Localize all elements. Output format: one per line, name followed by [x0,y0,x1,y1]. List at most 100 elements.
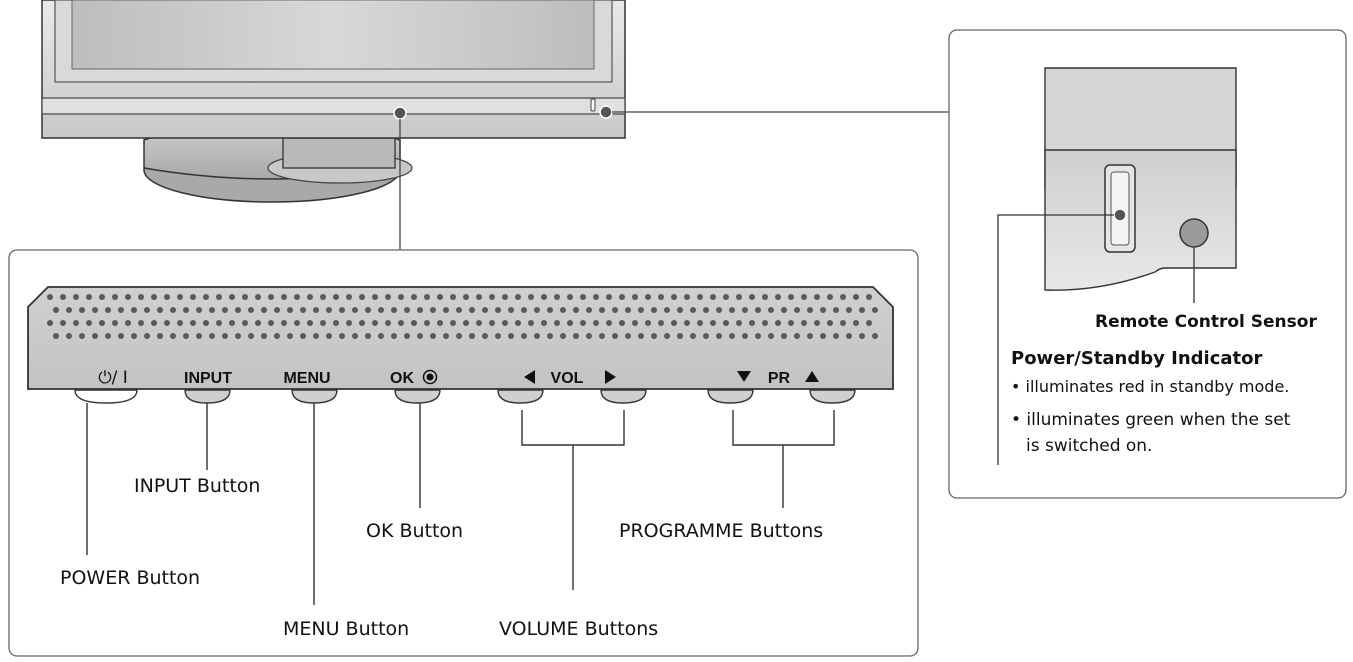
volume-up-button[interactable] [600,389,647,404]
grille-hole [716,333,722,339]
grille-hole [86,294,92,300]
grille-hole [125,320,131,326]
grille-hole [742,307,748,313]
programme-buttons-callout: PROGRAMME Buttons [619,520,823,542]
grille-hole [268,320,274,326]
grille-hole [352,333,358,339]
grille-hole [489,320,495,326]
grille-hole [229,294,235,300]
input-button[interactable] [184,389,231,404]
grille-hole [866,320,872,326]
grille-hole [820,333,826,339]
grille-hole [541,320,547,326]
grille-hole [229,320,235,326]
menu-button-callout: MENU Button [283,618,409,640]
grille-hole [586,307,592,313]
grille-hole [346,294,352,300]
grille-hole [281,294,287,300]
grille-hole [846,307,852,313]
pr-down-arrow-icon [737,371,751,382]
grille-hole [437,320,443,326]
grille-hole [840,320,846,326]
grille-hole [736,320,742,326]
grille-hole [300,333,306,339]
grille-hole [521,307,527,313]
grille-hole [60,294,66,300]
grille-hole [723,294,729,300]
menu-button[interactable] [291,389,338,404]
grille-hole [528,294,534,300]
grille-hole [762,320,768,326]
grille-hole [638,333,644,339]
grille-hole [658,294,664,300]
grille-hole [567,294,573,300]
grille-hole [703,333,709,339]
grille-hole [593,320,599,326]
grille-hole [456,333,462,339]
volume-buttons-callout: VOLUME Buttons [499,618,658,640]
grille-hole [66,333,72,339]
grille-hole [47,320,53,326]
grille-hole [365,333,371,339]
grille-hole [476,294,482,300]
grille-hole [560,307,566,313]
grille-hole [801,294,807,300]
grille-hole [482,307,488,313]
grille-hole [742,333,748,339]
grille-hole [814,294,820,300]
grille-hole [677,333,683,339]
power-button-callout: POWER Button [60,567,200,589]
grille-hole [625,307,631,313]
grille-hole [235,333,241,339]
grille-hole [92,307,98,313]
programme-up-button[interactable] [809,389,856,404]
grille-hole [716,307,722,313]
grille-hole [768,307,774,313]
grille-hole [313,307,319,313]
grille-hole [690,333,696,339]
grille-hole [554,320,560,326]
grille-hole [684,320,690,326]
grille-hole [560,333,566,339]
ok-button-callout: OK Button [366,520,463,542]
volume-down-button[interactable] [497,389,544,404]
grille-hole [833,307,839,313]
grille-hole [872,307,878,313]
leader-lines [86,403,835,605]
grille-hole [658,320,664,326]
grille-hole [827,320,833,326]
grille-hole [196,333,202,339]
grille-hole [294,320,300,326]
grille-hole [762,294,768,300]
ok-key-label: OK [390,370,414,387]
grille-hole [801,320,807,326]
grille-hole [248,333,254,339]
grille-hole [807,333,813,339]
grille-hole [443,307,449,313]
grille-hole [515,294,521,300]
grille-hole [872,333,878,339]
indicator-bullet-2: • illuminates green when the set [1011,410,1291,430]
grille-hole [157,307,163,313]
power-key-label: ⏻/ I [98,368,128,388]
grille-hole [274,307,280,313]
grille-hole [859,333,865,339]
grille-hole [671,294,677,300]
grille-hole [599,333,605,339]
grille-hole [710,294,716,300]
grille-hole [827,294,833,300]
grille-hole [170,333,176,339]
grille-hole [625,333,631,339]
grille-hole [112,294,118,300]
grille-hole [664,333,670,339]
grille-hole [424,294,430,300]
grille-hole [190,294,196,300]
grille-hole [417,333,423,339]
programme-down-button[interactable] [707,389,754,404]
indicator-bullet-3: is switched on. [1026,436,1153,456]
power-button[interactable] [74,389,138,404]
grille-hole [144,307,150,313]
ok-button[interactable] [394,389,441,404]
tv-stand-neck [282,137,396,169]
